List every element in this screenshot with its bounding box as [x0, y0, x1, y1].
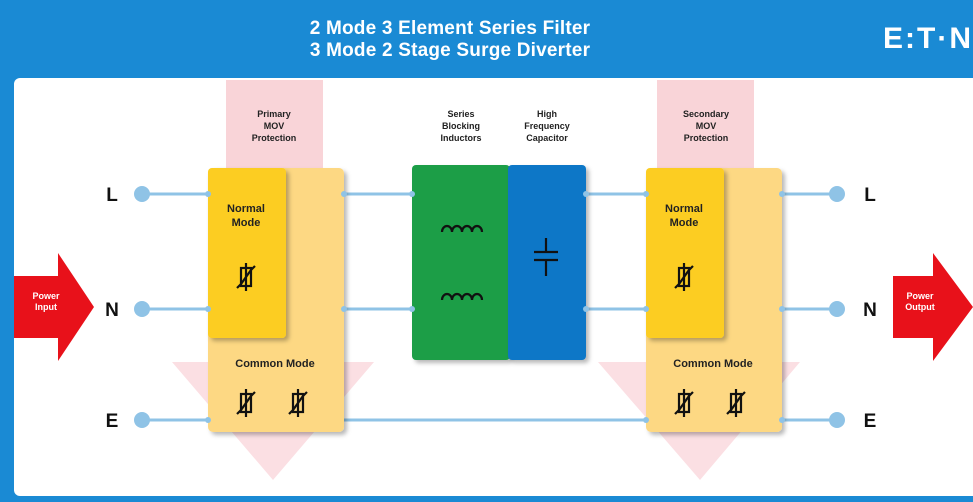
power-output-label-2: Output	[905, 302, 935, 312]
inductor-coil-icons	[440, 224, 484, 301]
capacitor-header-3: Capacitor	[526, 133, 568, 143]
line-label-l-right: L	[864, 185, 876, 206]
power-input-label-2: Input	[35, 302, 57, 312]
capacitor-header-1: High	[537, 109, 557, 119]
line-label-n-left: N	[105, 300, 119, 321]
primary-normal-mode-block	[208, 168, 286, 338]
power-output-label-1: Power	[906, 291, 934, 301]
power-input-arrow	[14, 253, 94, 361]
primary-pink-header	[226, 80, 323, 172]
secondary-normal-label-1: Normal	[665, 203, 703, 215]
line-label-l-left: L	[106, 185, 118, 206]
capacitor-header-2: Frequency	[524, 121, 570, 131]
power-output-arrow	[893, 253, 973, 361]
capacitor-icon	[534, 238, 558, 276]
primary-header-2: MOV	[264, 121, 285, 131]
secondary-pink-header	[657, 80, 754, 172]
secondary-normal-label-2: Mode	[670, 217, 699, 229]
title-line-1: 2 Mode 3 Element Series Filter	[309, 18, 591, 39]
primary-normal-label-2: Mode	[232, 217, 261, 229]
inductor-header-2: Blocking	[442, 121, 480, 131]
secondary-normal-mode-block	[646, 168, 724, 338]
eaton-logo: E:T·N	[883, 22, 973, 55]
primary-header-1: Primary	[257, 109, 291, 119]
primary-common-label: Common Mode	[235, 358, 314, 370]
inductor-header-1: Series	[447, 109, 474, 119]
power-input-label-1: Power	[32, 291, 60, 301]
junction-dots	[205, 191, 785, 423]
line-label-e-right: E	[864, 411, 877, 432]
line-label-e-left: E	[106, 411, 119, 432]
secondary-header-1: Secondary	[683, 109, 729, 119]
inductor-header-3: Inductors	[440, 133, 481, 143]
secondary-header-2: MOV	[696, 121, 717, 131]
line-label-n-right: N	[863, 300, 877, 321]
primary-header-3: Protection	[252, 133, 297, 143]
secondary-header-3: Protection	[684, 133, 729, 143]
primary-normal-label-1: Normal	[227, 203, 265, 215]
title-line-2: 3 Mode 2 Stage Surge Diverter	[309, 40, 591, 61]
secondary-common-label: Common Mode	[673, 358, 752, 370]
terminals	[134, 186, 845, 428]
inductor-block	[412, 165, 510, 360]
